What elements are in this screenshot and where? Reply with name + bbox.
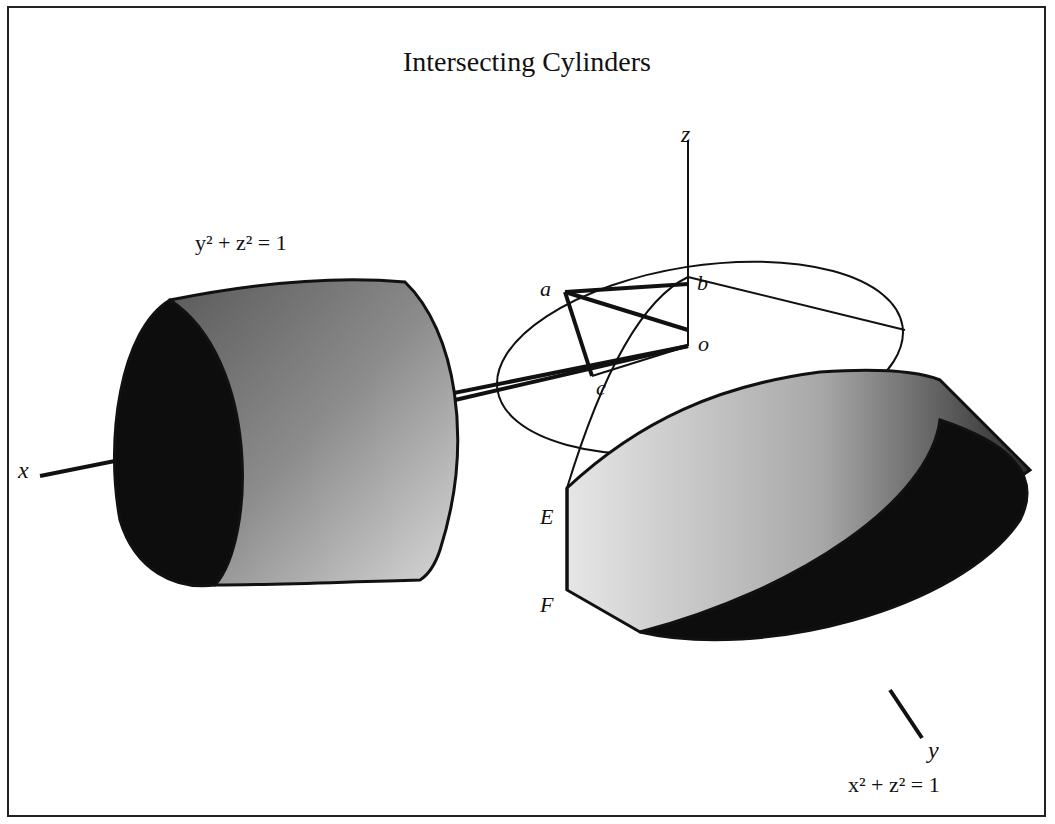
axis-label: x [18,458,29,482]
point-label: a [540,278,551,300]
equation-label: x² + z² = 1 [848,774,940,796]
equation-label: y² + z² = 1 [195,232,287,254]
point-label: b [697,272,708,294]
point-label: E [540,506,553,528]
point-label: F [540,594,553,616]
point-label: o [698,333,709,355]
axis-label: y [928,738,939,762]
diagram-title: Intersecting Cylinders [403,48,651,76]
point-label: c [596,377,606,399]
axis-label: z [681,122,690,146]
